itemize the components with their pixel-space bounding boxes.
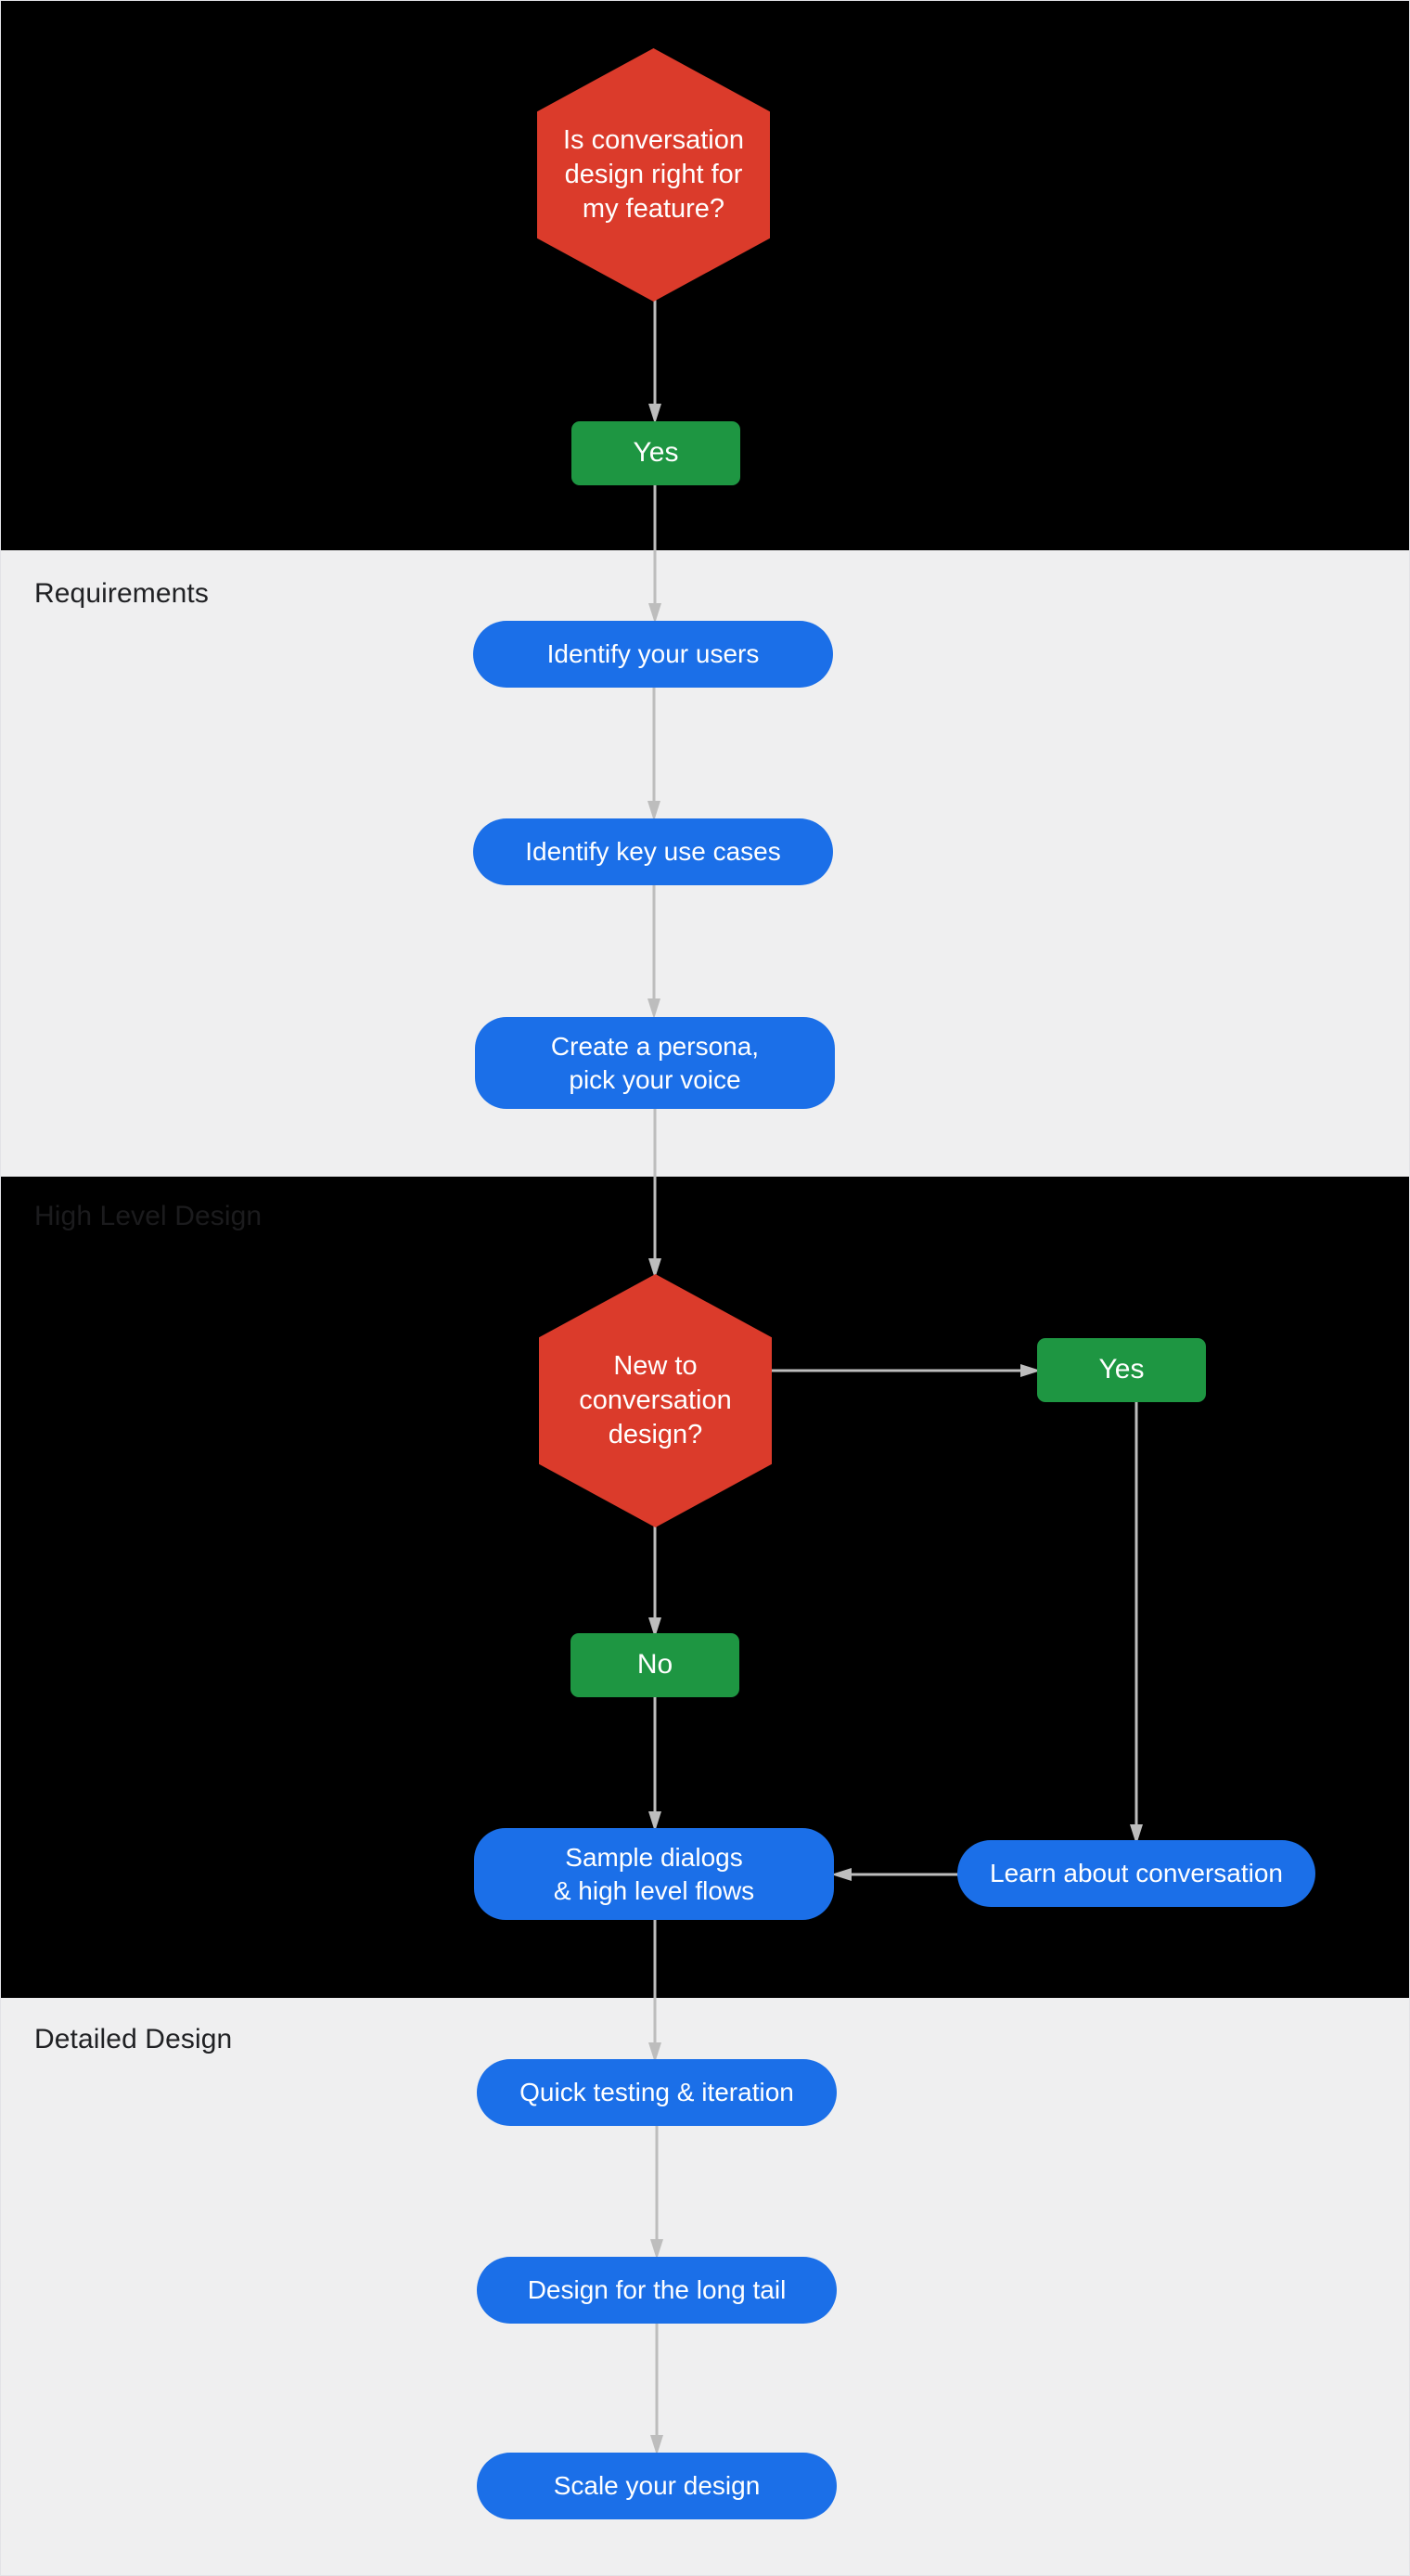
node-line: pick your voice (569, 1064, 741, 1094)
answer-node-yes-conversation-design[interactable]: Yes (571, 421, 740, 485)
step-node-identify-your-users[interactable]: Identify your users (473, 621, 833, 688)
step-node-label: Learn about conversation (990, 1859, 1283, 1888)
step-node-create-persona-pick-voice[interactable]: Create a persona, pick your voice (475, 1017, 835, 1109)
section-title-detailed-design: Detailed Design (34, 2024, 233, 2054)
step-node-quick-testing-iteration[interactable]: Quick testing & iteration (477, 2059, 837, 2126)
node-line: New to (613, 1350, 698, 1381)
step-node-label: Identify key use cases (525, 837, 781, 867)
step-node-label: Quick testing & iteration (519, 2078, 794, 2107)
step-node-label: Design for the long tail (527, 2275, 787, 2305)
step-node-identify-key-use-cases[interactable]: Identify key use cases (473, 818, 833, 885)
node-line: Create a persona, (550, 1031, 760, 1061)
node-line: conversation (579, 1385, 732, 1415)
step-node-label: Sample dialogs & high level flows (554, 1841, 754, 1908)
step-node-label: Scale your design (553, 2471, 761, 2501)
node-line: Is conversation (562, 124, 745, 155)
decision-node-label: Is conversation design right for my feat… (563, 123, 744, 226)
section-title-high-level-design: High Level Design (34, 1201, 263, 1231)
step-node-scale-your-design[interactable]: Scale your design (477, 2453, 837, 2519)
step-node-label: Identify your users (546, 639, 760, 669)
step-node-label: Create a persona, pick your voice (551, 1030, 759, 1097)
answer-node-label: Yes (1098, 1354, 1145, 1385)
step-node-learn-about-conversation[interactable]: Learn about conversation (957, 1840, 1315, 1907)
answer-node-no-new-to-conversation-design[interactable]: No (570, 1633, 739, 1697)
node-line: Sample dialogs (565, 1842, 743, 1872)
answer-node-label: No (636, 1649, 673, 1681)
step-node-design-for-long-tail[interactable]: Design for the long tail (477, 2257, 837, 2324)
node-line: design? (608, 1420, 703, 1450)
section-title-requirements: Requirements (34, 578, 209, 609)
answer-node-label: Yes (633, 437, 679, 469)
node-line: & high level flows (553, 1875, 755, 1905)
step-node-sample-dialogs-high-level-flows[interactable]: Sample dialogs & high level flows (474, 1828, 834, 1920)
node-line: my feature? (582, 194, 725, 225)
answer-node-yes-new-to-conversation-design[interactable]: Yes (1037, 1338, 1206, 1402)
node-line: design right for (564, 159, 743, 189)
decision-node-label: New to conversation design? (579, 1349, 731, 1452)
